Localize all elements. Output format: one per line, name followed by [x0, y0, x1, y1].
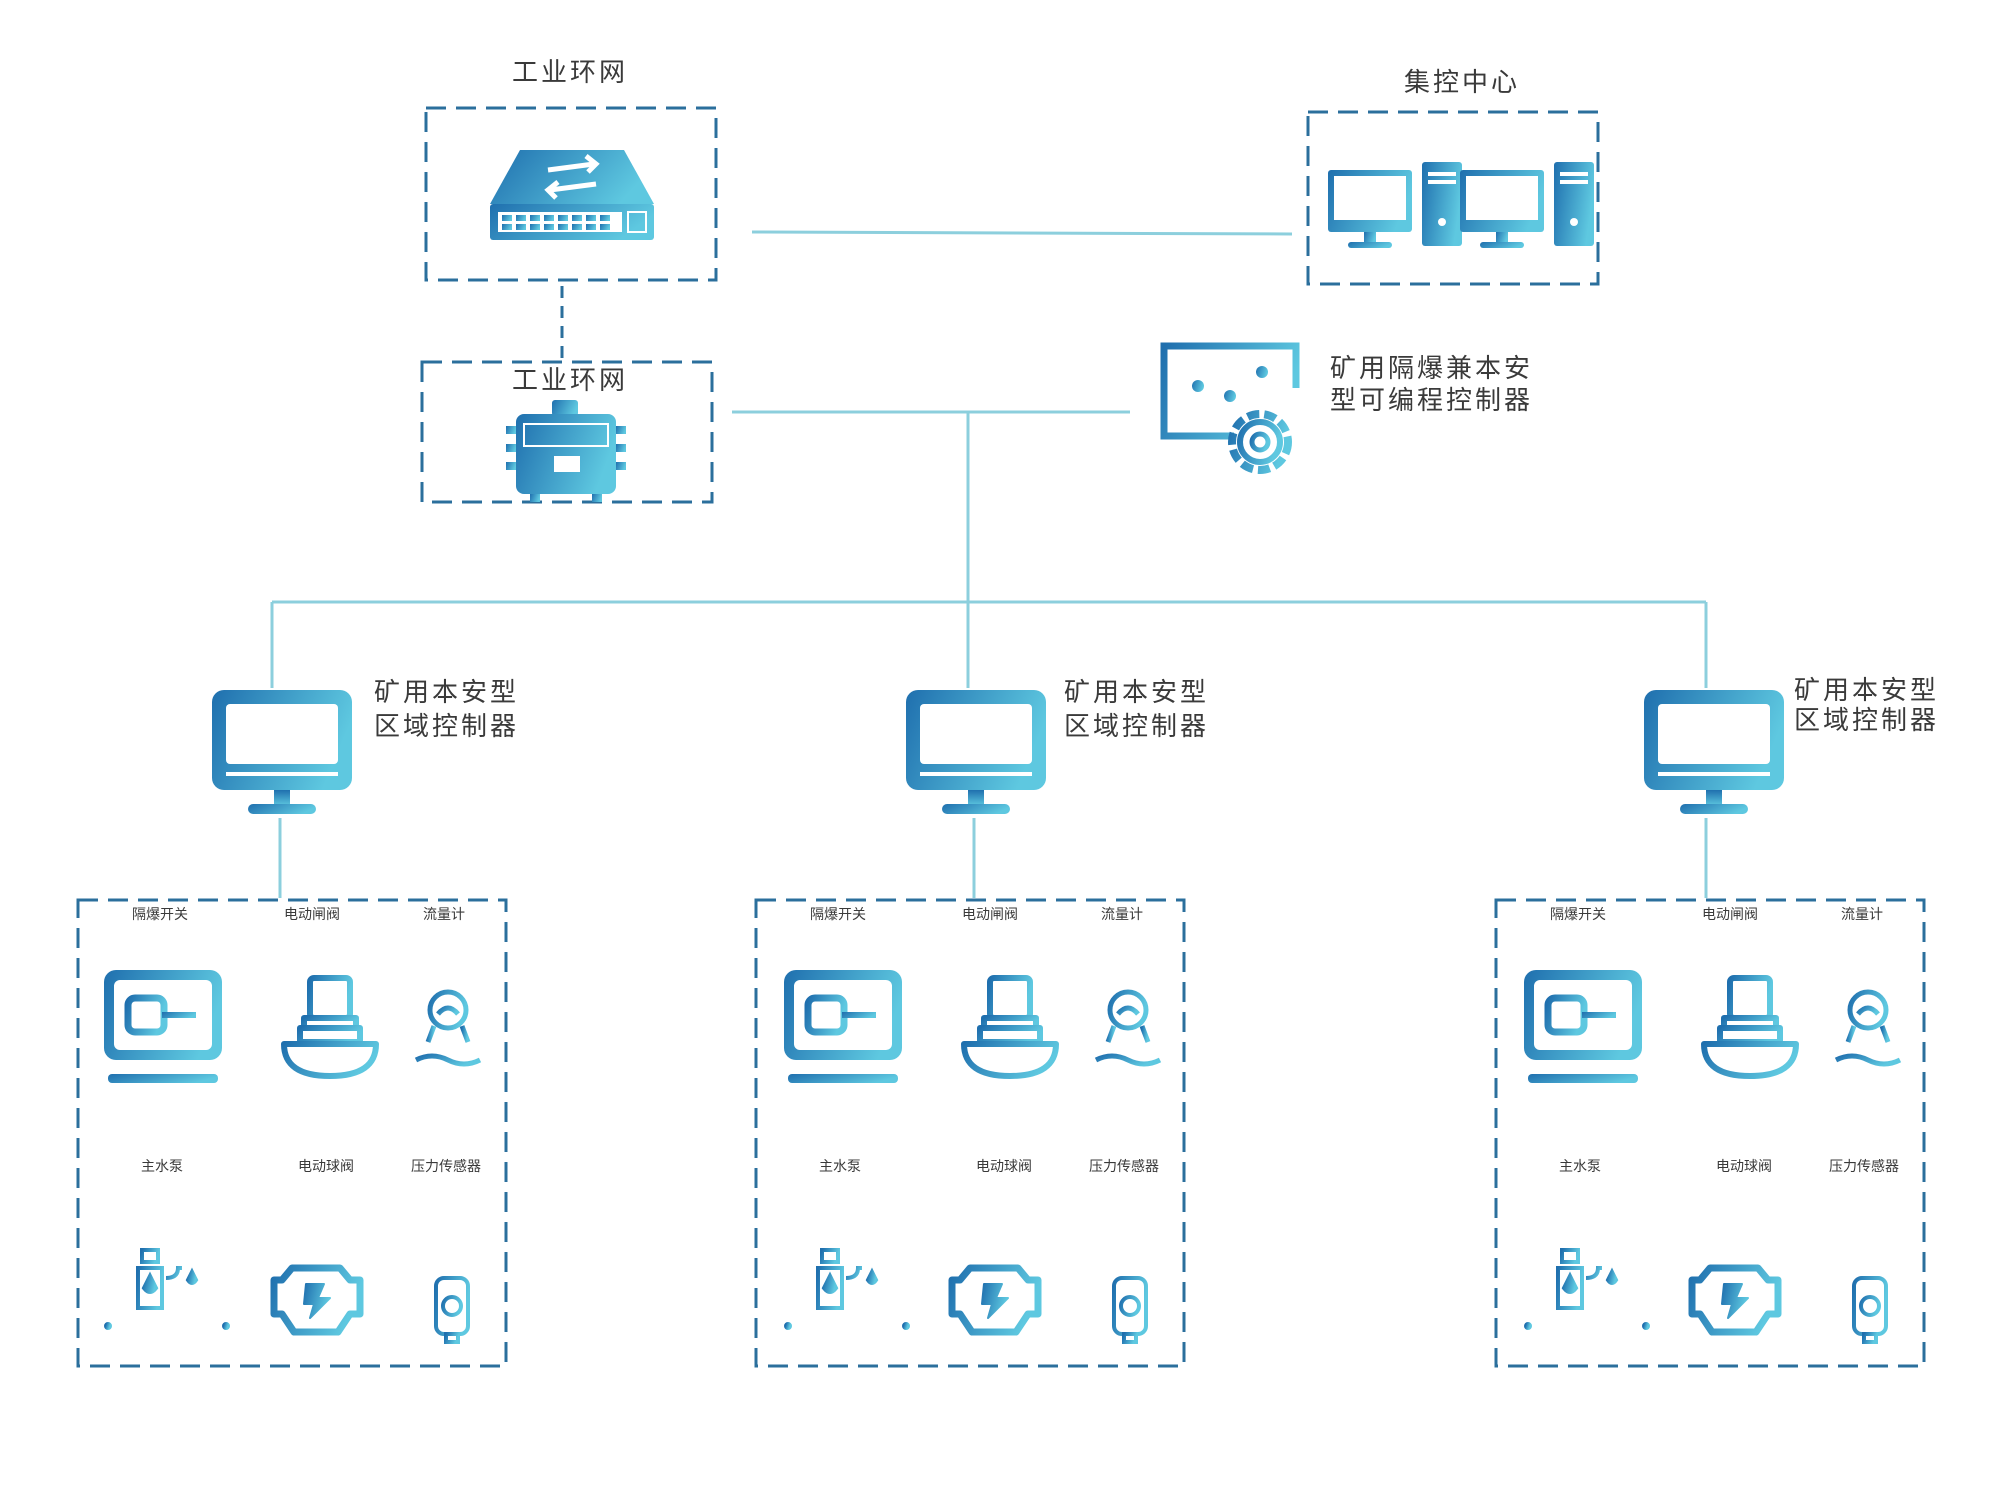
water-pump-icon — [106, 1238, 228, 1328]
zone-controller-label-line2: 区域控制器 — [1064, 712, 1210, 742]
explosion-proof-switch-icon — [104, 970, 222, 1083]
gate-valve-icon — [956, 964, 1064, 1082]
device-label: 隔爆开关 — [810, 907, 866, 923]
device-label: 压力传感器 — [1829, 1159, 1899, 1175]
device-label: 压力传感器 — [411, 1159, 481, 1175]
zone-controller-label-line1: 矿用本安型 — [1064, 678, 1210, 708]
water-pump-icon — [1526, 1238, 1648, 1328]
explosion-proof-switch-icon — [1524, 970, 1642, 1083]
plc-title-line1: 矿用隔爆兼本安 — [1330, 354, 1534, 384]
gate-valve-icon — [276, 964, 384, 1082]
monitor-icon — [906, 690, 1046, 814]
water-pump-icon — [786, 1238, 908, 1328]
monitor-icon — [1644, 690, 1784, 814]
ring-switch-box-icon — [506, 400, 626, 502]
device-label: 电动闸阀 — [284, 907, 340, 923]
control-center-title: 集控中心 — [1404, 68, 1521, 98]
zone-controller-label-line1: 矿用本安型 — [1794, 676, 1940, 706]
device-label: 主水泵 — [819, 1159, 861, 1175]
pressure-sensor-icon — [434, 1246, 470, 1344]
device-label: 电动闸阀 — [1702, 907, 1758, 923]
device-label: 电动闸阀 — [962, 907, 1018, 923]
computer-workstation-icon — [1328, 162, 1594, 248]
device-label: 隔爆开关 — [1550, 907, 1606, 923]
explosion-proof-switch-icon — [784, 970, 902, 1083]
device-label: 流量计 — [1101, 907, 1143, 923]
device-label: 电动球阀 — [976, 1159, 1032, 1175]
device-label: 隔爆开关 — [132, 907, 188, 923]
pressure-sensor-icon — [1112, 1246, 1148, 1344]
device-label: 流量计 — [423, 907, 465, 923]
connection-lines — [270, 230, 1708, 898]
flowmeter-icon — [1096, 992, 1160, 1066]
zone-controller-label-line2: 区域控制器 — [374, 712, 520, 742]
zone-controller-label-line1: 矿用本安型 — [374, 678, 520, 708]
plc-title-line2: 型可编程控制器 — [1330, 386, 1534, 416]
zone-controller-label-line2: 区域控制器 — [1794, 706, 1940, 736]
flowmeter-icon — [1836, 992, 1900, 1066]
ball-valve-icon — [944, 1256, 1046, 1332]
plc-control-icon — [1160, 342, 1300, 485]
flowmeter-icon — [416, 992, 480, 1066]
gate-valve-icon — [1696, 964, 1804, 1082]
ball-valve-icon — [1684, 1256, 1786, 1332]
pressure-sensor-icon — [1852, 1246, 1888, 1344]
ball-valve-icon — [266, 1256, 368, 1332]
monitor-icon — [212, 690, 352, 814]
ring-switch-title: 工业环网 — [512, 366, 629, 396]
device-label: 压力传感器 — [1089, 1159, 1159, 1175]
device-label: 电动球阀 — [1716, 1159, 1772, 1175]
device-label: 主水泵 — [1559, 1159, 1601, 1175]
device-label: 电动球阀 — [298, 1159, 354, 1175]
device-label: 主水泵 — [141, 1159, 183, 1175]
network-switch-icon — [490, 150, 654, 240]
device-label: 流量计 — [1841, 907, 1883, 923]
ring-network-title: 工业环网 — [512, 58, 629, 88]
dashed-boxes — [76, 106, 1926, 1368]
